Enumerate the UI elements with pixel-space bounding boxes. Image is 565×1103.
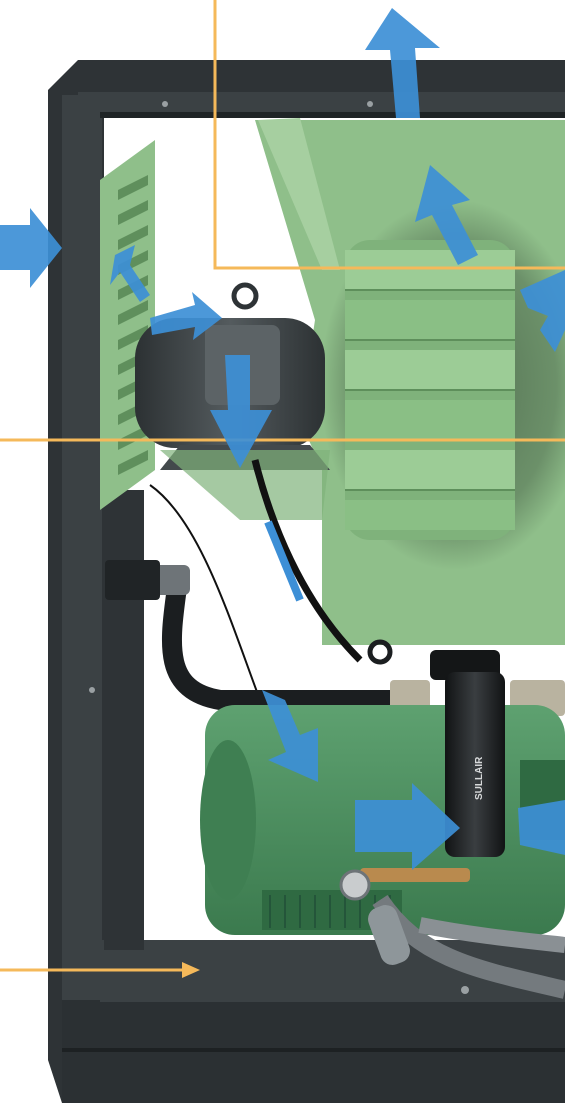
separator-filter: SULLAIR [430,650,505,857]
arrow-icon [210,355,272,468]
callout-arrowhead [182,962,200,978]
airflow-arrows [0,8,565,870]
fan-impeller [345,240,515,540]
arrow-icon [365,8,440,118]
hoses [368,894,565,999]
arrow-icon [520,270,565,352]
filter-brand-label: SULLAIR [474,756,485,800]
arrow-icon [150,292,222,340]
duct-stripe [264,520,304,602]
arrow-icon [415,165,478,265]
arrow-icon [355,783,460,870]
arrow-icon [0,208,62,288]
louvered-panel [100,140,155,510]
callout-line-top [213,0,565,270]
callout-lines [0,0,565,978]
arrow-icon [110,245,150,302]
arrow-icon [518,800,565,855]
arrow-icon [262,690,318,782]
